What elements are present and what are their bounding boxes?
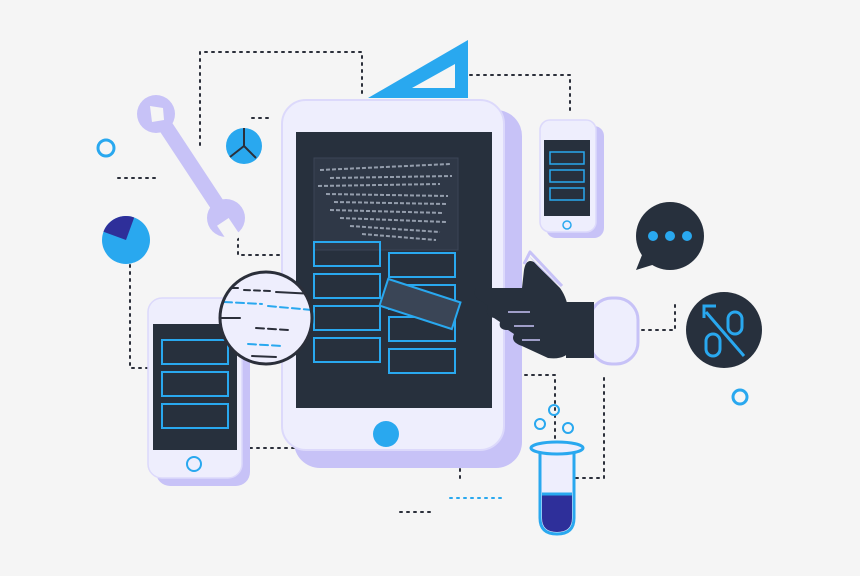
dragged-block <box>378 277 462 331</box>
phone-icon <box>147 297 250 486</box>
typing-dot <box>648 231 658 241</box>
typing-dot <box>665 231 675 241</box>
chat-bubble-icon <box>636 202 704 270</box>
connector-pie <box>129 264 151 369</box>
bubble <box>548 404 560 416</box>
phone-icon <box>539 119 604 238</box>
connector-top-right <box>469 74 571 111</box>
connector-right <box>641 301 676 331</box>
magnifier-icon <box>218 270 314 366</box>
pie-chart-icon <box>226 128 262 164</box>
set-square-icon <box>368 40 468 98</box>
typing-dot <box>682 231 692 241</box>
tablet-home-button <box>373 421 399 447</box>
wrench-icon <box>137 95 245 245</box>
ring-icon <box>731 388 749 406</box>
tablet-icon <box>281 99 522 468</box>
connector-wrench <box>237 237 281 256</box>
code-block <box>313 157 459 251</box>
ring-icon <box>96 138 116 158</box>
pie-chart-large-icon <box>102 216 150 264</box>
bubble <box>534 418 546 430</box>
connector-top-left <box>199 51 363 146</box>
hand-cuff <box>588 296 640 366</box>
toggle-badge-icon <box>686 292 762 368</box>
hand-pointer-icon <box>474 250 640 366</box>
bubble <box>562 422 574 434</box>
test-tube-icon <box>529 404 585 536</box>
